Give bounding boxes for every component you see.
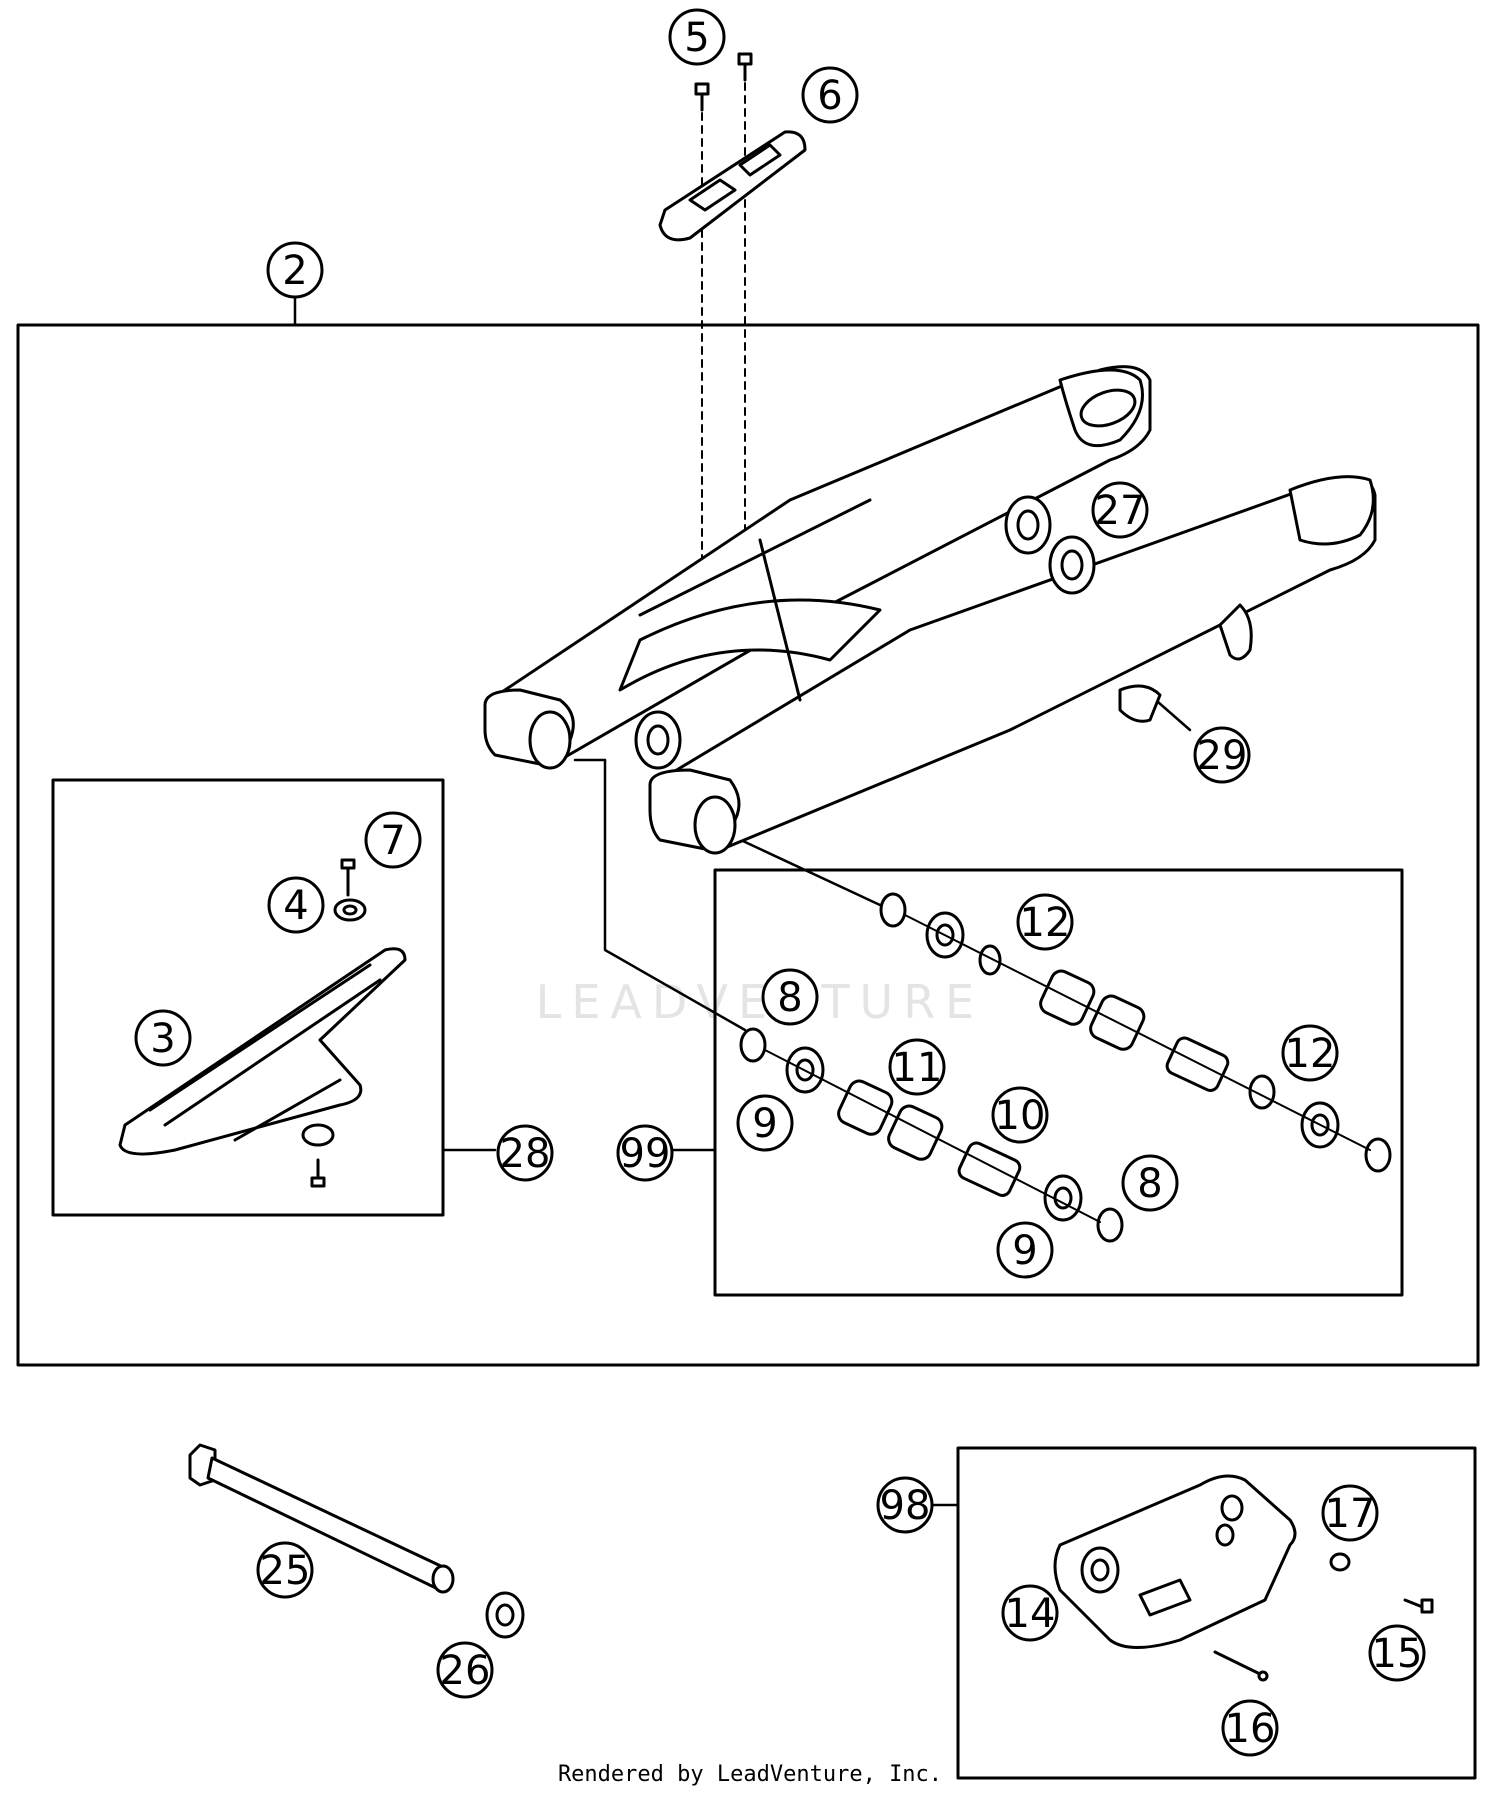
chain-slider-group-box — [51, 778, 445, 1217]
svg-text:17: 17 — [1325, 1491, 1376, 1537]
callout-29: 29 — [1193, 726, 1251, 784]
svg-text:2: 2 — [282, 248, 307, 294]
bearing-kit-axis-lines — [764, 914, 1371, 1223]
callout-98: 98 — [876, 1476, 934, 1534]
bolt-6-icon — [737, 52, 753, 82]
callout-8-lower: 8 — [1121, 1154, 1179, 1212]
screw-15-icon — [1403, 1598, 1434, 1614]
chain-guide-group-box — [956, 1446, 1477, 1780]
svg-text:14: 14 — [1005, 1591, 1056, 1637]
svg-text:11: 11 — [892, 1045, 943, 1091]
callout-12-lower: 12 — [1281, 1024, 1339, 1082]
svg-text:16: 16 — [1225, 1706, 1276, 1752]
pin-16-icon — [1213, 1650, 1269, 1682]
svg-text:26: 26 — [440, 1648, 491, 1694]
callout-11: 11 — [888, 1038, 946, 1096]
callout-26: 26 — [436, 1641, 494, 1699]
callout-25: 25 — [256, 1541, 314, 1599]
svg-text:6: 6 — [817, 73, 842, 119]
callout-2: 2 — [266, 241, 324, 299]
swingarm-group-box — [16, 323, 1480, 1367]
svg-text:9: 9 — [752, 1101, 777, 1147]
svg-text:25: 25 — [260, 1548, 311, 1594]
washer-4-icon — [333, 898, 367, 922]
svg-text:4: 4 — [283, 883, 308, 929]
callout-5: 5 — [668, 8, 726, 66]
callout-17: 17 — [1321, 1484, 1379, 1542]
svg-text:7: 7 — [380, 818, 405, 864]
svg-text:27: 27 — [1095, 488, 1146, 534]
callout-15: 15 — [1368, 1624, 1426, 1682]
chain-guide-14-icon — [1053, 1474, 1297, 1649]
nut-17-icon — [1329, 1552, 1351, 1572]
callout-8-upper: 8 — [761, 968, 819, 1026]
svg-text:12: 12 — [1285, 1031, 1336, 1077]
svg-text:99: 99 — [620, 1131, 671, 1177]
callout-12-upper: 12 — [1016, 893, 1074, 951]
svg-text:9: 9 — [1012, 1228, 1037, 1274]
callout-4: 4 — [267, 876, 325, 934]
callout-99: 99 — [616, 1124, 674, 1182]
svg-text:15: 15 — [1372, 1631, 1423, 1677]
upper-chain-slider-icon — [658, 130, 807, 242]
callout-16: 16 — [1221, 1699, 1279, 1757]
chain-slider-icon — [118, 947, 407, 1156]
dashed-assembly-lines — [701, 69, 746, 561]
svg-text:28: 28 — [500, 1131, 551, 1177]
callout-6: 6 — [801, 66, 859, 124]
swingarm-icon — [483, 365, 1377, 855]
bolt-5-icon — [694, 82, 710, 112]
svg-text:10: 10 — [995, 1093, 1046, 1139]
watermark: LEADVENTURE — [535, 975, 985, 1029]
footer-credit: Rendered by LeadVenture, Inc. — [557, 1762, 943, 1787]
callout-9-lower: 9 — [996, 1221, 1054, 1279]
callout-27: 27 — [1091, 481, 1149, 539]
bearing-kit-group-box — [713, 868, 1404, 1297]
svg-text:8: 8 — [1137, 1161, 1162, 1207]
svg-text:8: 8 — [777, 975, 802, 1021]
callout-9-upper: 9 — [736, 1094, 794, 1152]
svg-text:3: 3 — [150, 1016, 175, 1062]
svg-text:29: 29 — [1197, 733, 1248, 779]
callout-7: 7 — [364, 811, 422, 869]
svg-text:98: 98 — [880, 1483, 931, 1529]
callout-3: 3 — [134, 1009, 192, 1067]
callout-10: 10 — [991, 1086, 1049, 1144]
svg-text:5: 5 — [684, 15, 709, 61]
pivot-bolt-25-icon — [188, 1443, 455, 1594]
screw-7-icon — [340, 858, 356, 897]
bushing-27-icon — [634, 495, 1096, 770]
svg-text:12: 12 — [1020, 900, 1071, 946]
callout-14: 14 — [1001, 1584, 1059, 1642]
nut-26-icon — [485, 1591, 525, 1639]
callout-28: 28 — [496, 1124, 554, 1182]
lower-screw-icon — [301, 1123, 335, 1188]
